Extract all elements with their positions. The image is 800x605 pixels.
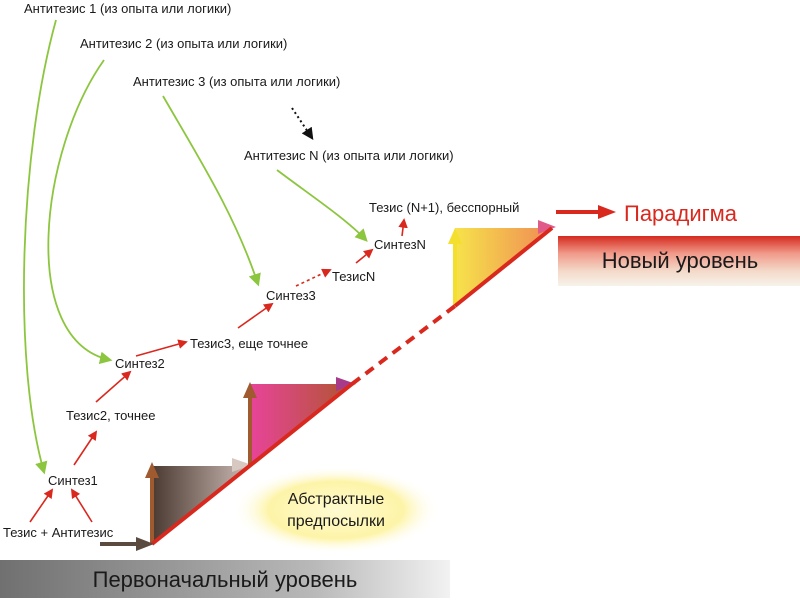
antithesis-n-label: Антитезис N (из опыта или логики) (244, 148, 454, 163)
arrow-thesis-to-synthesis1-b (70, 488, 93, 523)
abstract-premises-glow (232, 466, 440, 554)
abstract-premises-line2: предпосылки (287, 513, 385, 530)
step-2-up-arrowhead (243, 382, 257, 398)
arrow-thesis-to-synthesis1-a (29, 488, 54, 523)
step-2-right-arrowhead (336, 377, 356, 391)
abstract-premises-line1: Абстрактные (288, 491, 385, 508)
step-3-right-arrowhead (538, 220, 556, 234)
arrow-synthesis3-to-thesisn (295, 268, 332, 287)
antithesis-1-label: Антитезис 1 (из опыта или логики) (24, 1, 231, 16)
arrow-synthesis1-to-thesis2 (73, 430, 98, 466)
antithesis-n-curve (276, 169, 368, 242)
step-1-up-arrowhead (145, 462, 159, 478)
thesis-n1-label: Тезис (N+1), бесспорный (369, 200, 519, 215)
synthesis-2-label: Синтез2 (115, 356, 165, 371)
paradigm-label: Парадигма (624, 201, 738, 226)
progress-line-solid (150, 382, 354, 546)
synthesis-1-label: Синтез1 (48, 473, 98, 488)
antithesis-3-label: Антитезис 3 (из опыта или логики) (133, 74, 340, 89)
base-arrowhead (136, 537, 154, 551)
arrow-synthesisn-to-thesisn1 (398, 218, 408, 237)
antithesis-2-label: Антитезис 2 (из опыта или логики) (80, 36, 287, 51)
antithesis-continuation-arrow (291, 107, 314, 140)
new-level-label: Новый уровень (602, 248, 759, 273)
arrow-thesis3-to-synthesis3 (237, 302, 274, 329)
initial-level-band (0, 560, 450, 598)
new-level-band (558, 236, 800, 286)
arrow-synthesis2-to-thesis3 (135, 339, 188, 357)
step-3-up-arrowhead (448, 228, 462, 244)
thesis-3-label: Тезис3, еще точнее (190, 336, 308, 351)
arrow-thesisn-to-synthesisn (355, 248, 374, 264)
step-1-right-arrowhead (232, 458, 252, 472)
progress-line-dashed (350, 304, 457, 386)
progress-line-top (453, 226, 554, 308)
thesis-2-label: Тезис2, точнее (66, 408, 156, 423)
initial-level-label: Первоначальный уровень (93, 567, 358, 592)
synthesis-3-label: Синтез3 (266, 288, 316, 303)
synthesis-n-label: СинтезN (374, 237, 426, 252)
antithesis-2-curve (47, 59, 113, 364)
antithesis-1-curve (23, 19, 57, 475)
arrow-thesis2-to-synthesis2 (95, 370, 132, 403)
thesis-antithesis-label: Тезис + Антитезис (3, 525, 114, 540)
paradigm-arrowhead (598, 205, 616, 219)
antithesis-3-curve (162, 95, 261, 287)
thesis-n-label: ТезисN (332, 269, 375, 284)
